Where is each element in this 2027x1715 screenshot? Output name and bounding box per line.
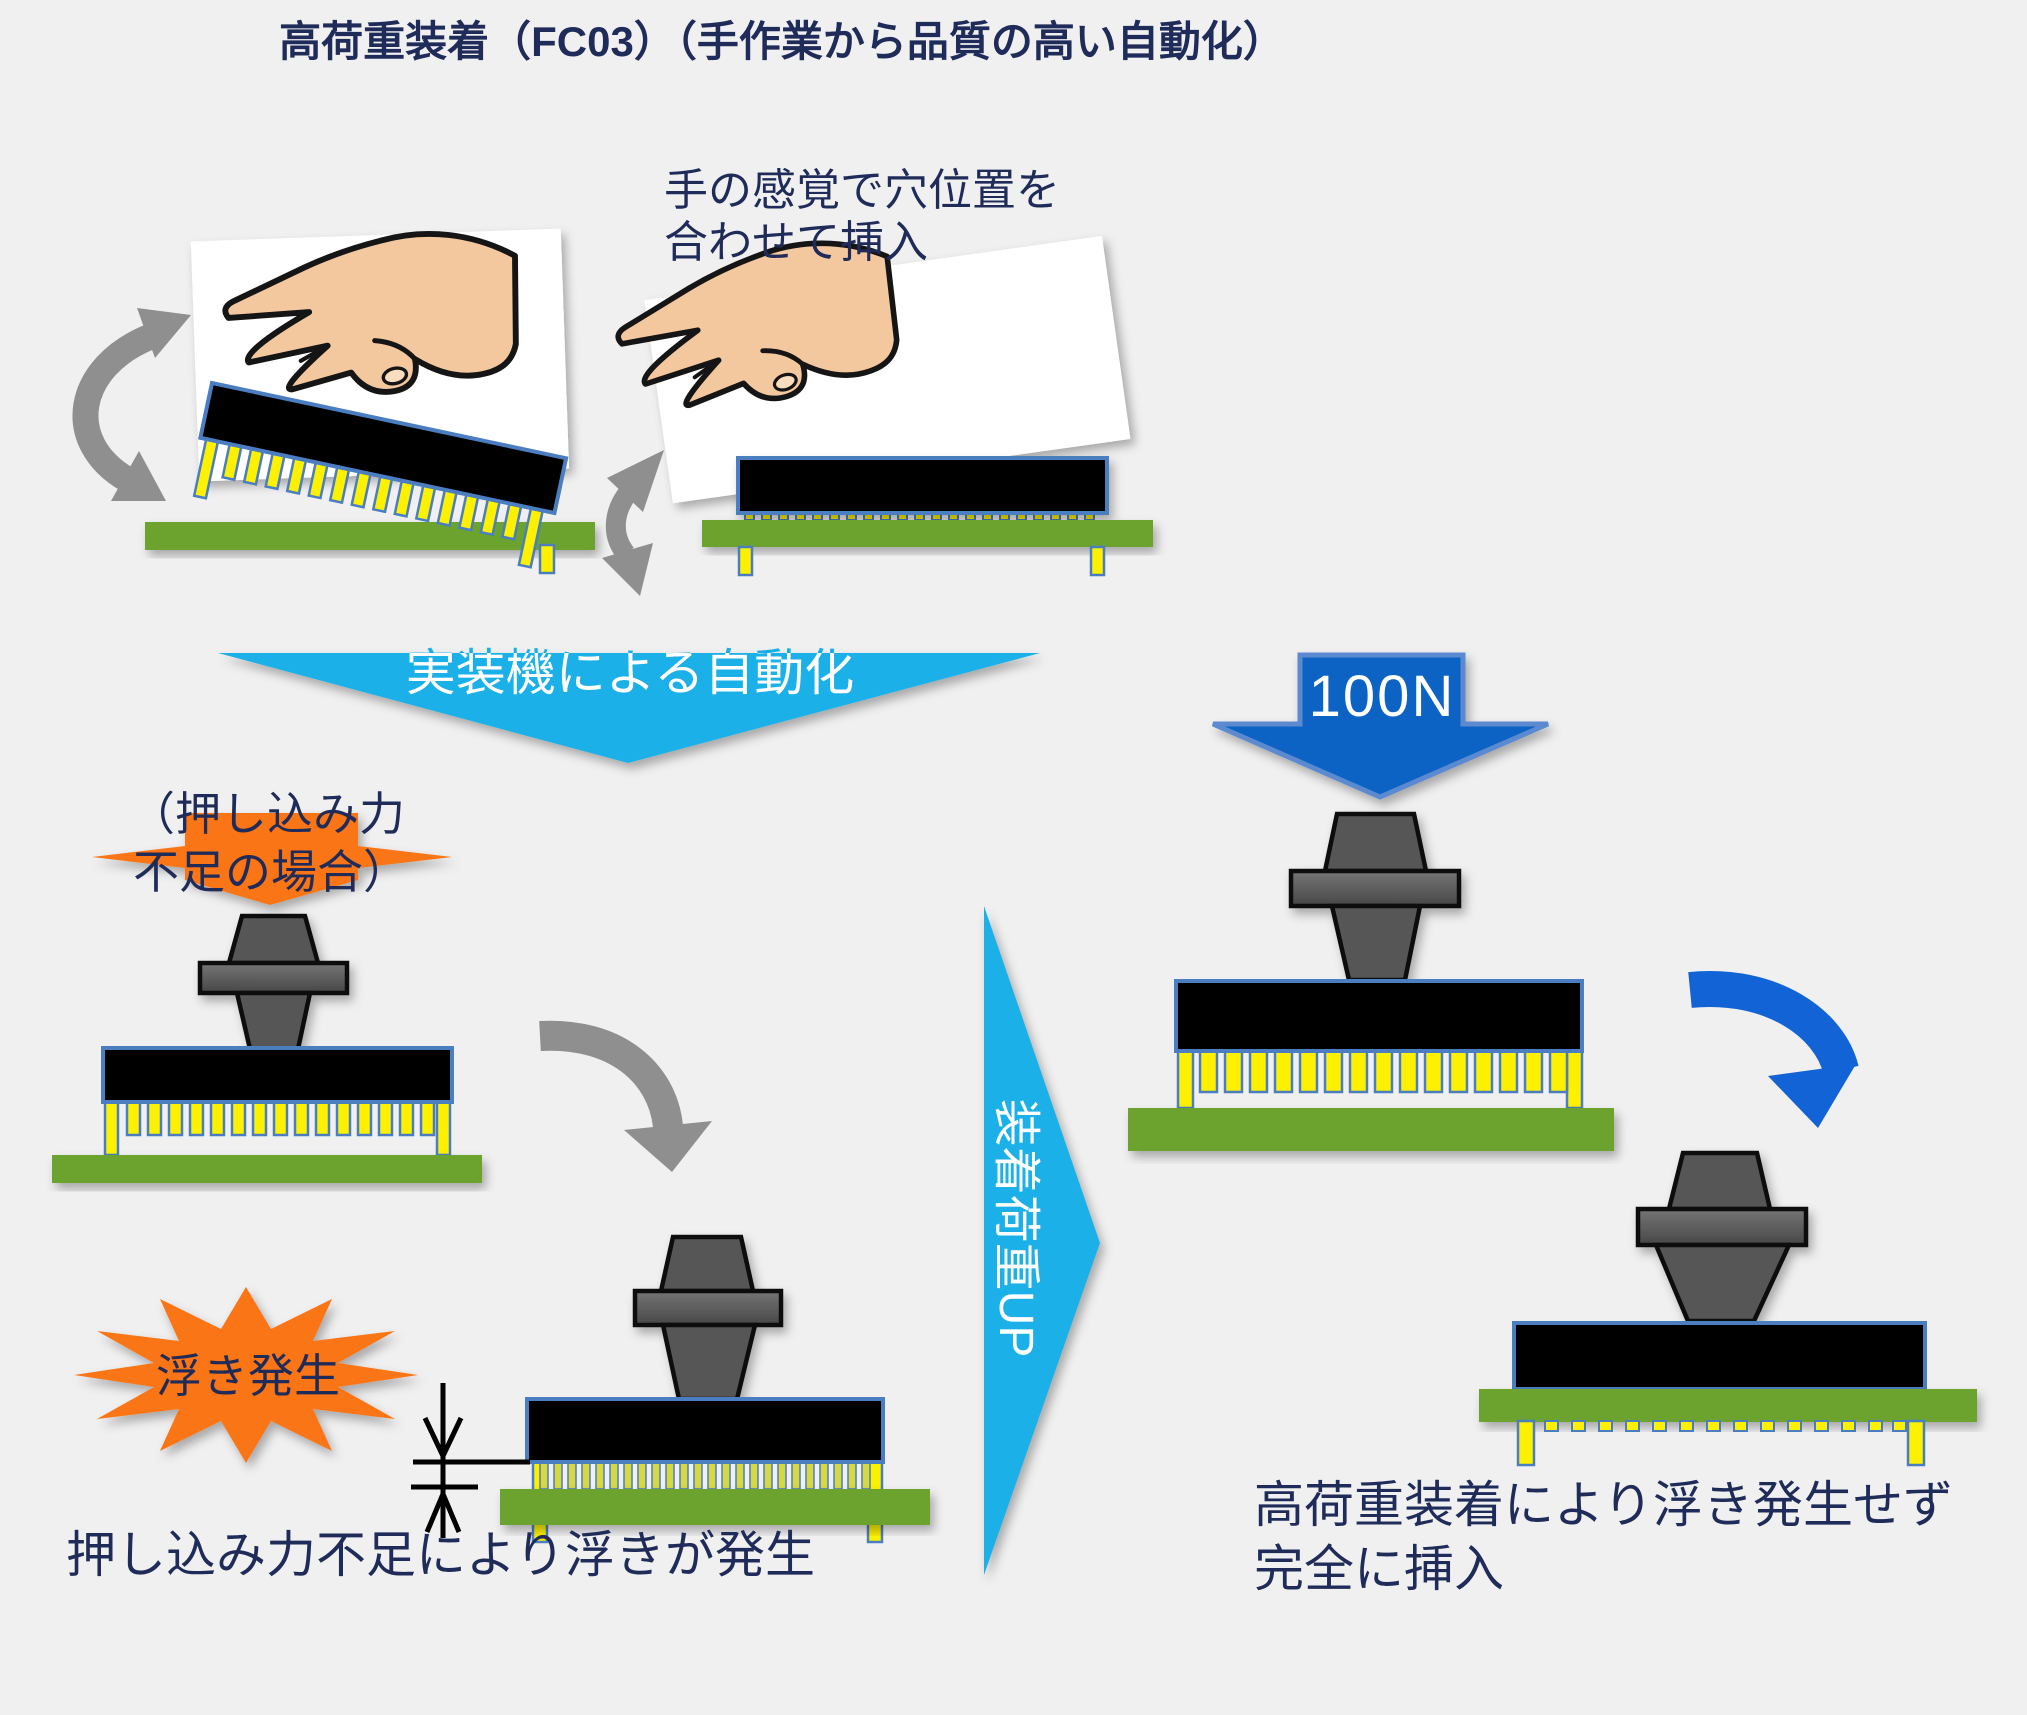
seated-connector-assembly: [702, 456, 1153, 577]
star-burst-shape: [74, 1287, 418, 1463]
down-force-arrow-icon: [1211, 652, 1549, 800]
mounter-nozzle: [1288, 811, 1462, 983]
load-up-transition-arrow: 装着荷重UP: [984, 906, 1100, 1575]
connector-body: [736, 456, 1109, 515]
figure-float-result: [411, 1234, 930, 1544]
float-warning-label: 浮き発生: [156, 1350, 340, 1402]
automation-label: 実装機による自動化: [406, 645, 855, 701]
insufficient-result-caption: 押し込み力不足により浮きが発生: [66, 1527, 815, 1583]
connector-body: [101, 1046, 454, 1104]
through-pin: [538, 543, 556, 575]
rocking-arrow-small-icon: [602, 450, 664, 596]
high-load-result-caption-line1: 高荷重装着により浮き発生せず: [1254, 1477, 1953, 1533]
connector-body: [1512, 1321, 1927, 1391]
pcb-board: [500, 1489, 930, 1525]
page-title: 高荷重装着（FC03）（手作業から品質の高い自動化）: [279, 18, 1285, 65]
pcb-board: [702, 520, 1153, 547]
pcb-board: [145, 522, 595, 550]
pcb-board: [1479, 1389, 1977, 1422]
figure-fully-inserted: [1479, 1150, 1977, 1467]
insufficient-label-line2: 不足の場合）: [133, 846, 409, 898]
load-up-label: 装着荷重UP: [989, 1099, 1042, 1358]
figure-low-force-placement: [52, 913, 482, 1183]
connector-body: [197, 380, 569, 516]
curved-arrow-blue-icon: [1688, 971, 1859, 1128]
pcb-board: [52, 1155, 482, 1183]
down-arrow-icon: [218, 653, 1040, 763]
insufficient-force-banner: （押し込み力 不足の場合）: [92, 788, 452, 905]
figure-high-load-press: [1128, 811, 1614, 1151]
connector-body: [1174, 979, 1584, 1053]
high-load-result-caption-line2: 完全に挿入: [1254, 1541, 1504, 1597]
curved-arrow-gray-icon: [539, 1020, 712, 1172]
rocking-arrow-icon: [72, 308, 191, 501]
connector-body: [525, 1397, 885, 1464]
pcb-board: [1128, 1108, 1614, 1151]
float-warning-burst: 浮き発生: [74, 1287, 418, 1463]
manual-caption-line1: 手の感覚で穴位置を: [664, 166, 1060, 215]
burst-banner-shape: [92, 813, 452, 905]
force-arrow-100n: 100N: [1211, 652, 1549, 800]
manual-caption-line2: 合わせて挿入: [664, 218, 928, 267]
insufficient-label-line1: （押し込み力: [129, 788, 405, 840]
mounter-nozzle: [632, 1234, 784, 1402]
force-value-label: 100N: [1309, 664, 1456, 729]
automation-transition-arrow: 実装機による自動化 実装機による自動化: [218, 645, 1040, 763]
manual-insert-right-photo: [611, 236, 1131, 504]
right-arrow-icon: [984, 906, 1100, 1575]
tilted-connector-assembly: [72, 308, 664, 596]
gap-indicator: [411, 1383, 530, 1538]
connector-tilted: [192, 380, 569, 569]
